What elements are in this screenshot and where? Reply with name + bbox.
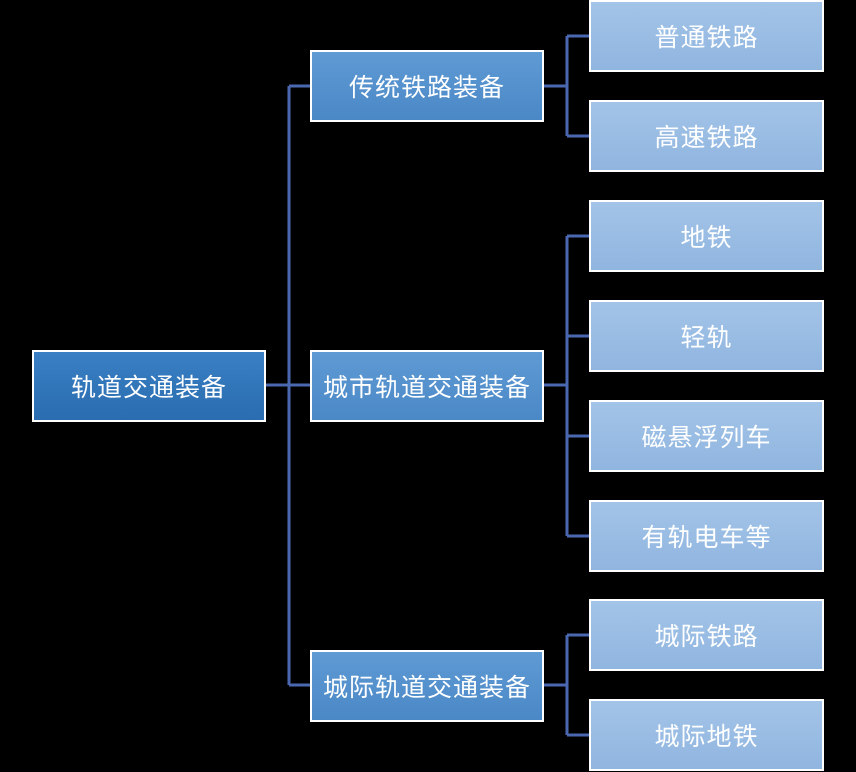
leaf-node-light-rail: 轻轨 (589, 300, 824, 372)
leaf-node-conventional-railway: 普通铁路 (589, 0, 824, 72)
group-node-intercity-rail-transit: 城际轨道交通装备 (310, 650, 544, 722)
leaf-node-high-speed-railway: 高速铁路 (589, 100, 824, 172)
group-node-urban-rail-transit: 城市轨道交通装备 (310, 350, 544, 422)
leaf-node-tram-etc: 有轨电车等 (589, 500, 824, 572)
leaf-node-intercity-metro: 城际地铁 (589, 699, 824, 771)
group-node-traditional-railway: 传统铁路装备 (310, 50, 544, 122)
leaf-node-intercity-railway: 城际铁路 (589, 599, 824, 671)
leaf-node-maglev-train: 磁悬浮列车 (589, 400, 824, 472)
group-connectors (544, 34, 590, 737)
root-connectors (266, 84, 312, 687)
leaf-node-metro: 地铁 (589, 200, 824, 272)
root-node: 轨道交通装备 (32, 350, 266, 422)
